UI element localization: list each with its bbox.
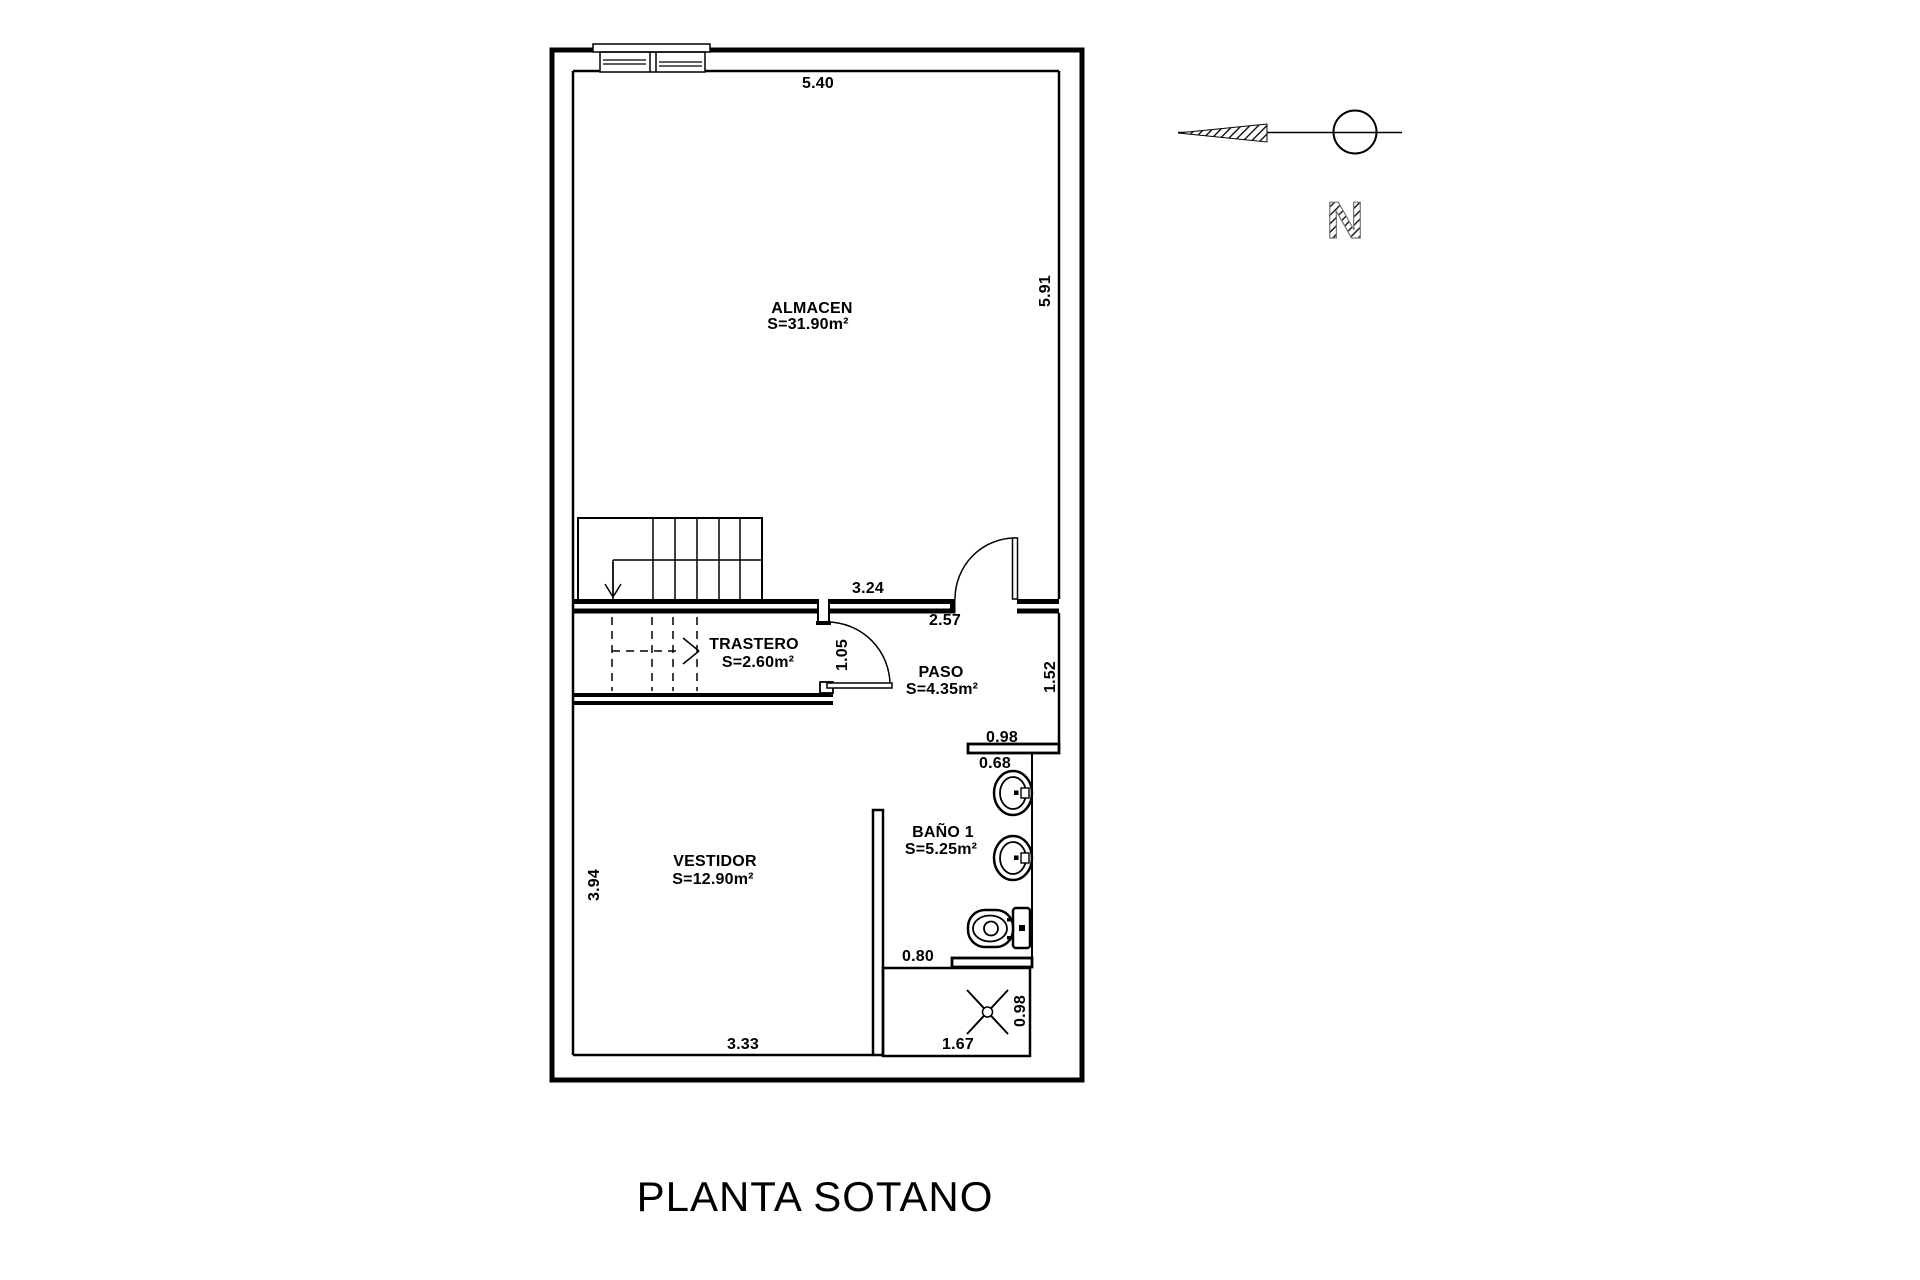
faucet-icon <box>1020 852 1030 864</box>
trastero-walls <box>573 693 833 705</box>
dim-shower-width: 1.67 <box>942 1036 974 1053</box>
dim-sink-opening: 0.68 <box>979 755 1011 772</box>
hidden-stair-lines <box>611 617 698 691</box>
exterior-walls <box>549 47 1085 1083</box>
door-trastero <box>819 621 893 694</box>
door-leaf <box>826 682 893 689</box>
sink-2 <box>992 834 1034 882</box>
room-area-bano: S=5.25m² <box>904 841 978 858</box>
window-symbol <box>592 43 711 73</box>
room-name-trastero: TRASTERO <box>709 636 799 653</box>
room-name-paso: PASO <box>918 664 964 681</box>
dim-top-width: 5.40 <box>802 75 834 92</box>
dim-almacen-height: 5.91 <box>1037 275 1054 307</box>
dim-paso-width: 2.57 <box>929 612 961 629</box>
faucet-icon <box>1020 787 1030 799</box>
dim-vestidor-width: 3.33 <box>727 1036 759 1053</box>
room-area-vestidor: S=12.90m² <box>672 871 754 888</box>
wall-slot <box>816 599 831 625</box>
dividing-wall <box>573 599 1059 614</box>
dim-trastero-height: 1.05 <box>834 639 851 671</box>
north-arrow-icon <box>1177 109 1402 155</box>
dim-shower-entry: 0.80 <box>902 948 934 965</box>
room-name-vestidor: VESTIDOR <box>673 853 757 870</box>
dim-shower-height: 0.98 <box>1012 995 1029 1027</box>
north-letter-icon: N <box>1326 192 1364 250</box>
page-title: PLANTA SOTANO <box>636 1173 994 1220</box>
toilet <box>966 906 1032 950</box>
shower <box>881 966 1032 1058</box>
dim-paso-height: 1.52 <box>1042 661 1059 693</box>
room-name-almacen: ALMACEN <box>771 300 853 317</box>
room-name-bano: BAÑO 1 <box>912 824 974 841</box>
room-area-almacen: S=31.90m² <box>767 316 849 333</box>
dim-wall-to-door: 3.24 <box>852 580 884 597</box>
dim-bath-wall: 0.98 <box>986 729 1018 746</box>
room-area-paso: S=4.35m² <box>905 681 979 698</box>
door-leaf <box>1011 537 1019 600</box>
door-almacen-paso <box>954 537 1019 600</box>
dim-vestidor-height: 3.94 <box>586 869 603 901</box>
interior-wall-faces <box>571 69 1061 1057</box>
room-area-trastero: S=2.60m² <box>721 654 795 671</box>
stairs <box>577 517 763 600</box>
stair-direction-arrow <box>604 562 700 691</box>
sink-1 <box>992 769 1034 817</box>
